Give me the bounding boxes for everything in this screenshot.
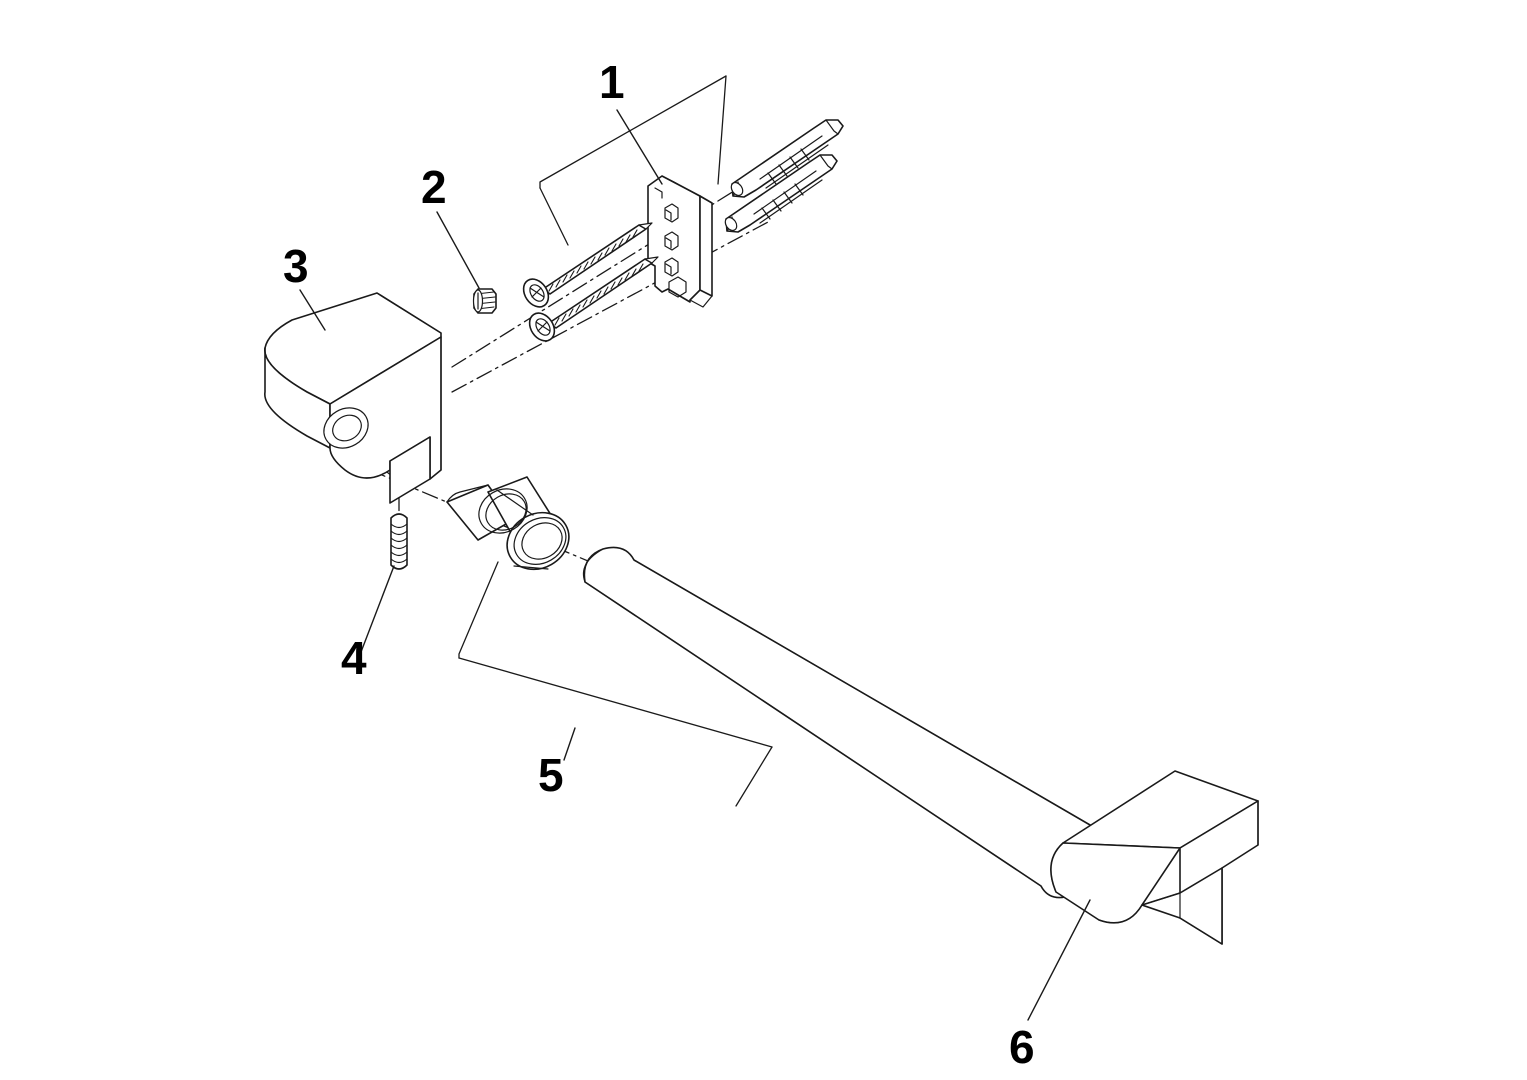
wall-plug-upper	[730, 119, 844, 198]
wall-plug-lower	[724, 154, 838, 233]
callout-leaders	[299, 75, 1091, 1021]
part-wall-cover	[264, 292, 442, 504]
part-connector-sleeve	[446, 476, 570, 571]
wood-screw-upper	[522, 222, 653, 308]
bracket-holes	[664, 203, 687, 298]
callout-label-6: 6	[1009, 1021, 1035, 1073]
part-mounting-bracket	[647, 175, 713, 308]
callout-label-1: 1	[599, 56, 625, 108]
callout-label-2: 2	[421, 161, 447, 213]
callout-label-4: 4	[341, 632, 367, 684]
wood-screw-lower	[528, 256, 659, 342]
part-bar	[582, 546, 1110, 899]
callout-label-5: 5	[538, 749, 564, 801]
part-wall-plugs	[724, 119, 844, 233]
part-wood-screws	[522, 222, 659, 342]
part-end-bracket	[1050, 770, 1259, 945]
part-grub-screw	[472, 288, 497, 314]
callout-label-3: 3	[283, 240, 309, 292]
callout-numbers: 1 2 3 4 5 6	[283, 56, 1035, 1073]
part-locking-pin	[390, 513, 408, 570]
